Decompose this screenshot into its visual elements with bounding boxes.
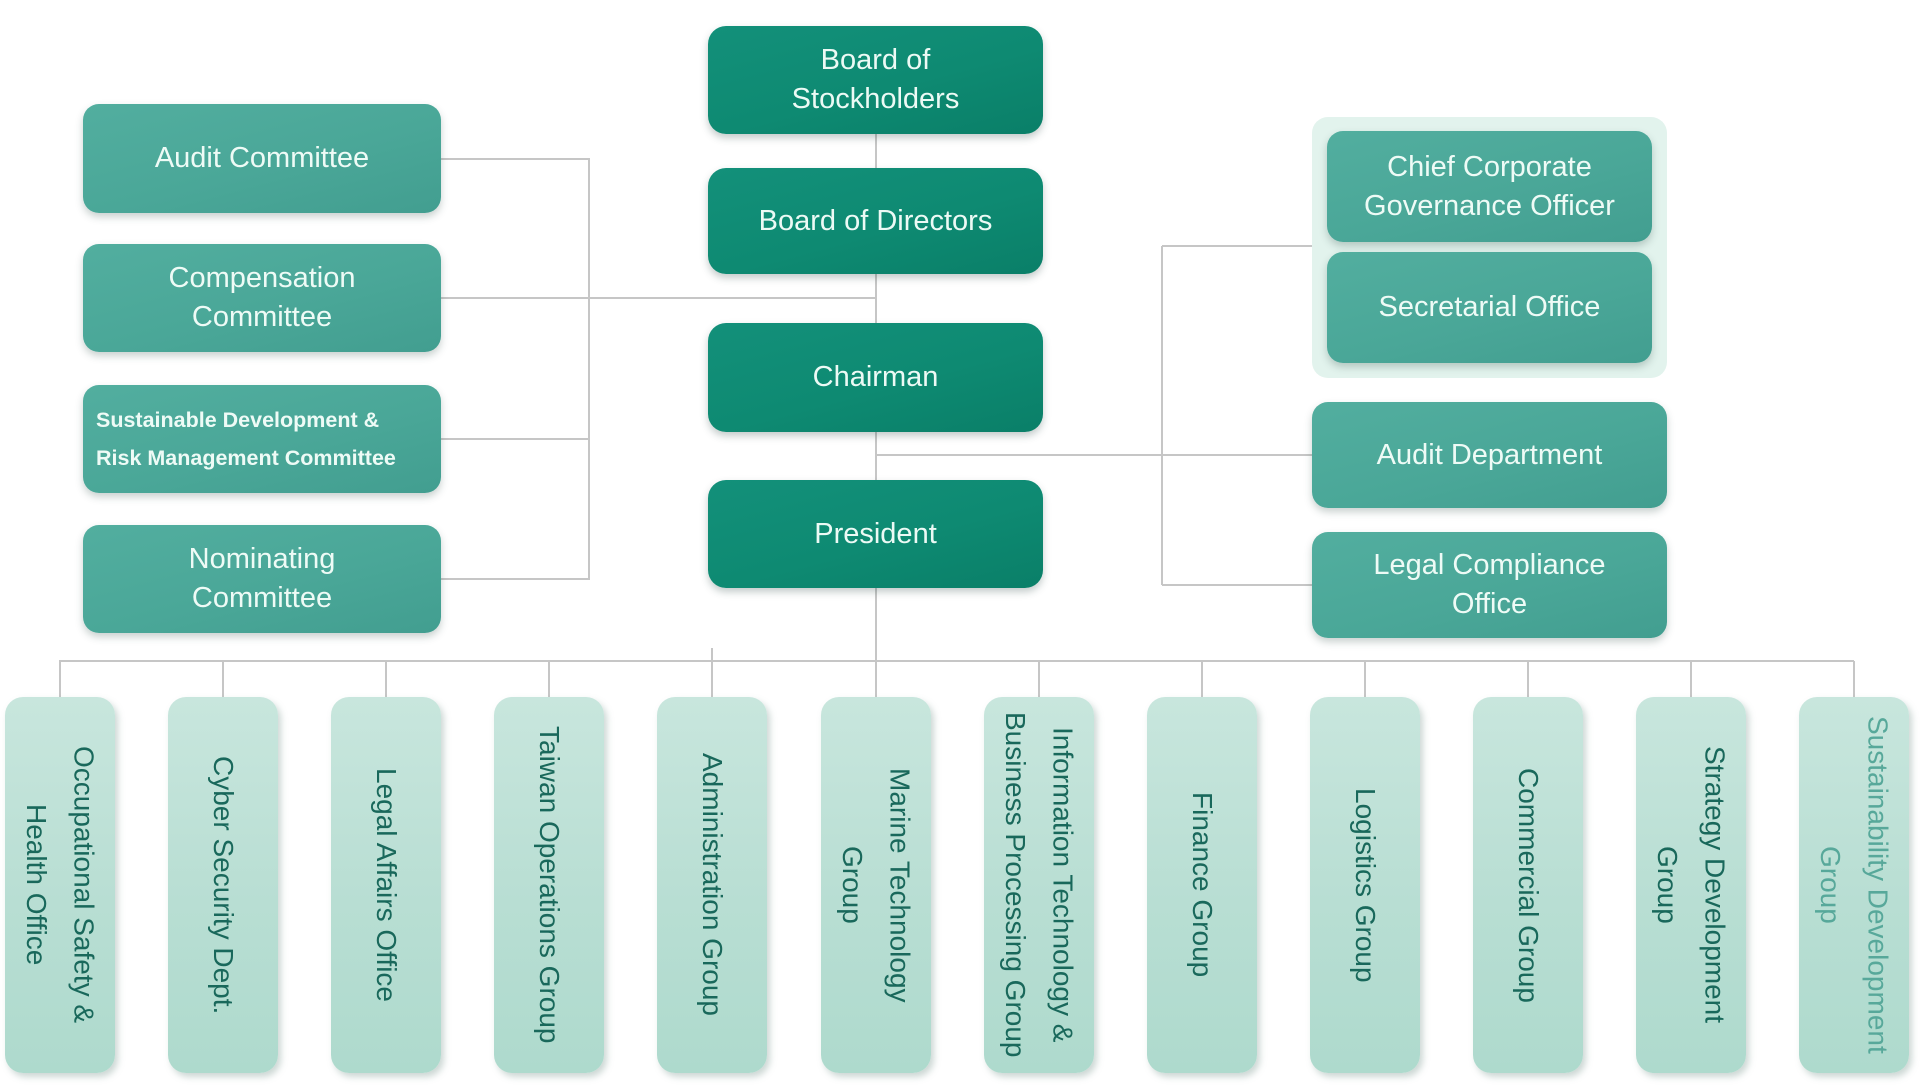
node-nominating-committee: Nominating Committee — [83, 525, 441, 633]
node-finance-group: Finance Group — [1147, 697, 1257, 1073]
node-information-technology-business-processing-group: Information Technology & Business Proces… — [984, 697, 1094, 1073]
node-chairman: Chairman — [708, 323, 1043, 432]
department-label: Finance Group — [1186, 792, 1218, 978]
department-label: Taiwan Operations Group — [533, 726, 565, 1044]
department-label: Legal Affairs Office — [370, 768, 402, 1002]
node-occupational-safety-health-office: Occupational Safety & Health Office — [5, 697, 115, 1073]
department-label: Marine Technology Group — [837, 767, 916, 1003]
node-board-of-directors: Board of Directors — [708, 168, 1043, 274]
department-label: Occupational Safety & Health Office — [21, 746, 100, 1024]
department-label: Strategy Development Group — [1652, 746, 1731, 1024]
department-label: Cyber Security Dept. — [207, 755, 239, 1015]
department-label: Sustainability Development Group — [1815, 716, 1894, 1054]
node-audit-committee: Audit Committee — [83, 104, 441, 213]
node-taiwan-operations-group: Taiwan Operations Group — [494, 697, 604, 1073]
department-label: Commercial Group — [1512, 767, 1544, 1003]
node-commercial-group: Commercial Group — [1473, 697, 1583, 1073]
node-logistics-group: Logistics Group — [1310, 697, 1420, 1073]
node-sustainable-development-risk-management-committee: Sustainable Development & Risk Managemen… — [83, 385, 441, 493]
department-label: Administration Group — [696, 753, 728, 1017]
node-legal-affairs-office: Legal Affairs Office — [331, 697, 441, 1073]
node-secretarial-office: Secretarial Office — [1327, 252, 1652, 363]
node-audit-department: Audit Department — [1312, 402, 1667, 508]
node-marine-technology-group: Marine Technology Group — [821, 697, 931, 1073]
node-chief-corporate-governance-officer: Chief Corporate Governance Officer — [1327, 131, 1652, 242]
node-strategy-development-group: Strategy Development Group — [1636, 697, 1746, 1073]
node-sustainability-development-group: Sustainability Development Group — [1799, 697, 1909, 1073]
node-legal-compliance-office: Legal Compliance Office — [1312, 532, 1667, 638]
node-compensation-committee: Compensation Committee — [83, 244, 441, 352]
department-label: Information Technology & Business Proces… — [1000, 712, 1079, 1058]
node-president: President — [708, 480, 1043, 588]
node-board-of-stockholders: Board of Stockholders — [708, 26, 1043, 134]
node-administration-group: Administration Group — [657, 697, 767, 1073]
department-label: Logistics Group — [1349, 787, 1381, 983]
node-cyber-security-dept: Cyber Security Dept. — [168, 697, 278, 1073]
